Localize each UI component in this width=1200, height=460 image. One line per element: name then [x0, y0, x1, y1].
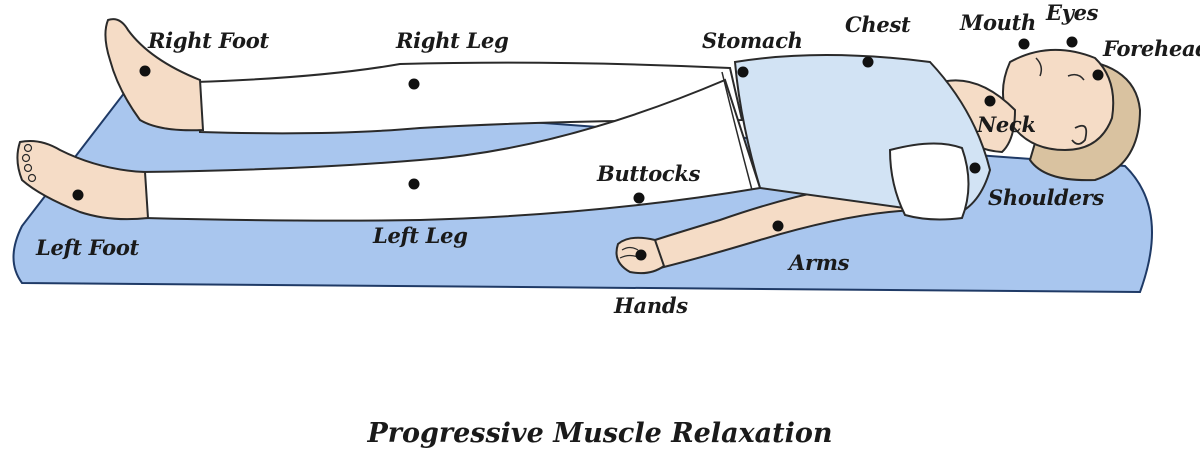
- dot-forehead: [1092, 69, 1104, 81]
- dot-neck: [984, 95, 996, 107]
- dot-shoulders: [969, 162, 981, 174]
- dot-buttocks: [633, 192, 645, 204]
- label-stomach: Stomach: [702, 28, 803, 53]
- dot-right-foot: [139, 65, 151, 77]
- dot-stomach: [737, 66, 749, 78]
- label-left-leg: Left Leg: [373, 223, 468, 248]
- dot-mouth: [1018, 38, 1030, 50]
- label-mouth: Mouth: [960, 10, 1036, 35]
- label-right-leg: Right Leg: [396, 28, 509, 53]
- left-foot: [16, 140, 150, 221]
- left-leg: [138, 78, 762, 222]
- dot-left-foot: [72, 189, 84, 201]
- diagram-title: Progressive Muscle Relaxation: [367, 418, 833, 449]
- label-right-foot: Right Foot: [148, 28, 269, 53]
- label-eyes: Eyes: [1046, 0, 1099, 25]
- dot-hands: [635, 249, 647, 261]
- dot-right-leg: [408, 78, 420, 90]
- label-hands: Hands: [614, 293, 688, 318]
- sleeve: [888, 142, 970, 221]
- dot-left-leg: [408, 178, 420, 190]
- label-chest: Chest: [845, 12, 911, 37]
- dot-chest: [862, 56, 874, 68]
- right-foot: [104, 18, 205, 132]
- label-neck: Neck: [977, 112, 1036, 137]
- label-forehead: Forehead: [1103, 36, 1200, 61]
- label-arms: Arms: [789, 250, 850, 275]
- dot-eyes: [1066, 36, 1078, 48]
- label-buttocks: Buttocks: [597, 161, 701, 186]
- label-shoulders: Shoulders: [988, 185, 1104, 210]
- dot-arms: [772, 220, 784, 232]
- right-leg: [193, 61, 744, 135]
- label-left-foot: Left Foot: [36, 235, 139, 260]
